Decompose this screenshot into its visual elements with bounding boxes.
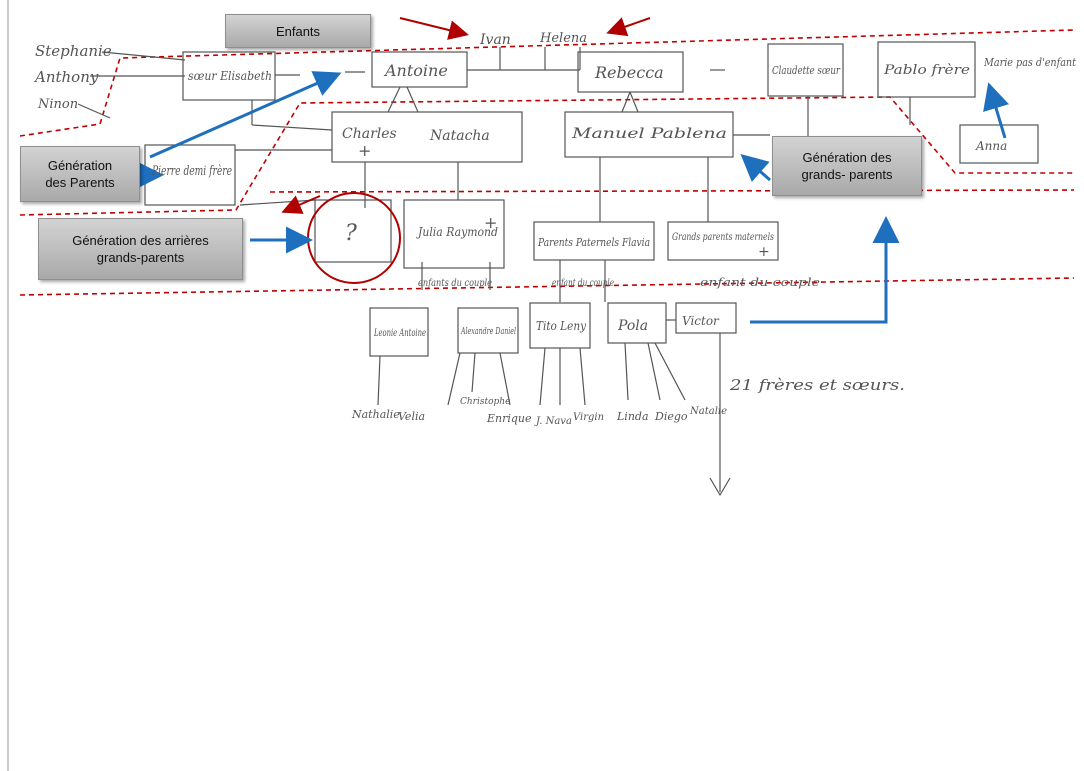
name-pablo-frere: Pablo frère: [883, 63, 971, 78]
note-freres-soeurs: 21 frères et sœurs.: [729, 376, 905, 394]
name-rebecca: Rebecca: [594, 63, 664, 82]
callout-generation-grands-parents: Génération des grands- parents: [772, 136, 922, 196]
blue-arrow-anna: [983, 82, 1009, 139]
bottom-name-natalie: Natalie: [689, 406, 727, 417]
box-alexandre-daniel: [457, 307, 519, 354]
separator-parents: [19, 96, 1074, 216]
name-grands-parents-maternels: Grands parents maternels: [672, 232, 774, 243]
name-alexandre-daniel: Alexandre Daniel: [460, 327, 516, 337]
name-charles: Charles: [342, 126, 397, 142]
callout-generation-parents: Génération des Parents: [20, 146, 140, 202]
name-claudette-soeur: Claudette sœur: [772, 64, 841, 77]
name-helena: Helena: [539, 31, 587, 46]
red-arrow-helena: [606, 17, 651, 37]
box-charles-natacha: [331, 111, 523, 163]
box-victor: [675, 302, 737, 334]
bottom-name-enrique: Enrique: [486, 412, 532, 425]
name-tito-leny: Tito Leny: [536, 319, 586, 333]
name-ivan: Ivan: [479, 32, 511, 48]
name-antoine: Antoine: [383, 61, 448, 80]
red-arrow-ivan: [399, 17, 469, 40]
box-anna: [959, 124, 1039, 164]
name-parents-paternels: Parents Paternels Flavia: [537, 236, 650, 249]
generation-separators: [19, 29, 1075, 296]
separator-great-grandparents: [19, 277, 1075, 296]
separator-grandparents: [269, 189, 1075, 193]
bottom-name-nathalie: Nathalie: [351, 408, 400, 421]
box-claudette: [767, 43, 844, 97]
blue-arrow-victor: [750, 216, 900, 324]
plus-julia: +: [484, 213, 497, 232]
box-unknown: [314, 199, 392, 263]
name-marie-pas-enfant: Marie pas d'enfant: [983, 56, 1076, 69]
child-name-ninon: Ninon: [37, 97, 78, 112]
label-enfant-du-couple-3: enfant du couple: [700, 276, 821, 289]
box-leonie-antoine: [369, 307, 429, 357]
plus-grands-parents: +: [758, 244, 770, 260]
unknown-mark: ?: [345, 221, 357, 246]
red-arrow-arrieres: [281, 195, 321, 214]
blue-arrow-grands-parents: [740, 154, 771, 183]
bottom-name-j-nava: J. Nava: [534, 416, 572, 427]
name-soeur-elisabeth: sœur Elisabeth: [188, 69, 272, 83]
bottom-name-virgin: Virgin: [573, 412, 604, 423]
handwritten-text: Stephanie Anthony Ninon Ivan Helena sœur…: [33, 31, 1077, 427]
blue-arrow-parents-to-antoine: [149, 71, 342, 159]
box-soeur-elisabeth: [182, 51, 276, 101]
plus-charles: +: [358, 141, 371, 160]
box-julia-raymond: [403, 199, 505, 269]
child-name-anthony: Anthony: [33, 68, 99, 86]
bottom-name-christophe: Christophe: [460, 397, 510, 407]
bottom-name-linda: Linda: [616, 410, 649, 423]
name-pierre-demi-frere: Pierre demi frère: [151, 164, 232, 179]
red-arrows: [281, 17, 651, 214]
bottom-name-velia: Velia: [398, 410, 425, 423]
label-enfant-du-couple-2: enfant du couple: [552, 278, 614, 289]
separator-children: [19, 29, 1075, 137]
name-natacha: Natacha: [429, 128, 490, 144]
label-enfants-du-couple-1: enfants du couple: [418, 278, 492, 289]
tree-ink: [77, 41, 1039, 497]
blue-arrows: [137, 71, 1009, 324]
box-grands-parents-maternels: [667, 221, 779, 261]
bottom-name-diego: Diego: [654, 410, 688, 423]
name-victor: Victor: [682, 314, 720, 328]
box-parents-paternels: [533, 221, 655, 261]
name-manuel-pablena: Manuel Pablena: [571, 126, 727, 142]
name-julia-raymond: Julia Raymond: [415, 225, 498, 239]
child-name-stephanie: Stephanie: [35, 42, 112, 60]
name-anna: Anna: [975, 139, 1007, 153]
name-leonie-antoine: Leonie Antoine: [373, 328, 426, 339]
callout-generation-arrieres: Génération des arrières grands-parents: [38, 218, 243, 280]
callout-enfants: Enfants: [225, 14, 371, 48]
name-pola: Pola: [617, 318, 648, 334]
box-pablo: [877, 41, 976, 98]
box-pola: [607, 302, 667, 344]
